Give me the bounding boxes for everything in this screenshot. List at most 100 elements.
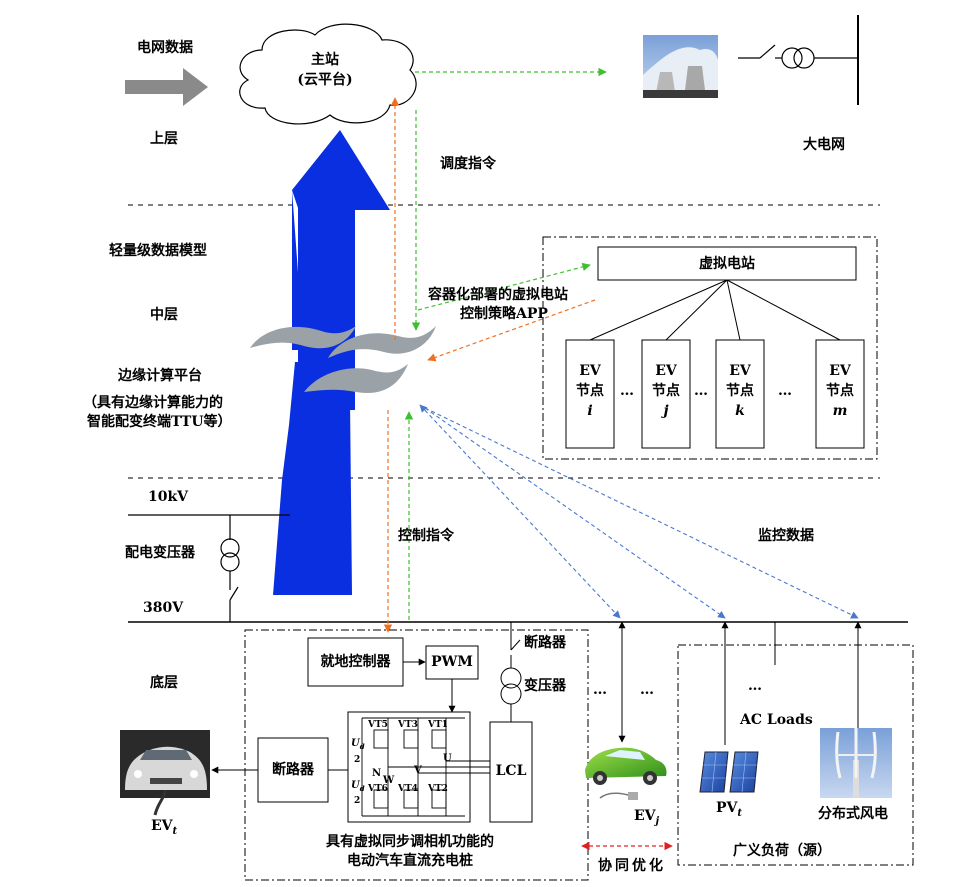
- ev-node-box-m: [815, 339, 865, 449]
- ev-node-j-line1: EV: [655, 363, 677, 379]
- ev-node-i-line2: 节点: [576, 383, 604, 399]
- vpp-box: [597, 246, 857, 281]
- blue-uplink-arrow-lower: [273, 362, 352, 595]
- distribution-transformer-label: 配电变压器: [125, 545, 195, 561]
- upper-layer-label: 上层: [150, 131, 178, 147]
- charger-label-line2: 电动汽车直流充电桩: [347, 853, 473, 869]
- ev-node-m-line1: EV: [829, 363, 851, 379]
- n-label: N: [372, 768, 382, 779]
- ev-node-box-k: [715, 339, 765, 449]
- ev-node-ellipsis-1: …: [620, 383, 634, 399]
- vt1-label: VT1: [428, 720, 448, 730]
- ev-j-image: [585, 747, 667, 800]
- grid-switch: [759, 44, 776, 59]
- grid-data-arrow: [125, 68, 208, 106]
- master-station-label: 主站: [311, 52, 339, 68]
- local-controller-box: [307, 637, 404, 687]
- breaker-box-label: 断路器: [272, 762, 314, 778]
- grid-label: 大电网: [803, 137, 845, 153]
- v-label: V: [414, 765, 422, 776]
- vt5-label: VT5: [368, 720, 388, 730]
- ev-t-image: [120, 730, 210, 816]
- control-cmd-label: 控制指令: [398, 528, 454, 544]
- pwm-label: PWM: [431, 654, 473, 670]
- distribution-switch: [229, 586, 239, 601]
- half-top-label: 2: [354, 755, 361, 765]
- pv-label: PVt: [716, 800, 743, 819]
- breaker-box: [257, 737, 329, 803]
- edge-swirl-icon: [250, 326, 356, 349]
- ev-node-i-index: i: [587, 403, 593, 419]
- power-plant-image: [643, 35, 718, 98]
- vt2-label: VT2: [428, 784, 448, 794]
- ud-top-label: Ud: [351, 738, 365, 751]
- vt6-label: VT6: [368, 784, 388, 794]
- dispatch-label: 调度指令: [440, 156, 496, 172]
- ev-node-k-line1: EV: [729, 363, 751, 379]
- vpp-region: [542, 236, 878, 460]
- ev-node-m-index: m: [832, 403, 848, 419]
- charger-breaker-switch: [510, 639, 521, 651]
- blue-uplink-arrow-upper: [292, 130, 390, 410]
- dots-2: …: [640, 682, 654, 698]
- lcl-label: LCL: [495, 763, 527, 779]
- ev-node-j-line2: 节点: [652, 383, 680, 399]
- coop-opt-label: 协同优化: [598, 858, 666, 874]
- half-bottom-label: 2: [354, 796, 361, 806]
- charger-region: [244, 629, 589, 881]
- wind-label: 分布式风电: [818, 806, 888, 822]
- edge-platform-label: 边缘计算平台: [118, 368, 202, 384]
- ev-node-box-j: [641, 339, 691, 449]
- edge-note-line1: （具有边缘计算能力的: [83, 395, 223, 411]
- generalized-load-region: [677, 644, 914, 866]
- monitor-data-label: 监控数据: [758, 528, 814, 544]
- voltage-10kv-label: 10kV: [148, 489, 189, 505]
- ev-node-k-index: k: [735, 403, 745, 419]
- vt4-label: VT4: [398, 784, 418, 794]
- breaker-top-label: 断路器: [524, 635, 566, 651]
- lightweight-model-label: 轻量级数据模型: [109, 243, 207, 259]
- lcl-box: [489, 721, 533, 823]
- inverter-circuit: [361, 717, 490, 817]
- wind-turbine-image: [820, 728, 892, 798]
- ud-bottom-label: Ud: [351, 780, 365, 793]
- pwm-box: [425, 645, 479, 680]
- vpp-label: 虚拟电站: [699, 256, 755, 272]
- transformer-small-label: 变压器: [524, 678, 566, 694]
- app-label-line2: 控制策略APP: [460, 306, 548, 322]
- monitor-link-pv: [424, 407, 726, 619]
- voltage-380v-label: 380V: [143, 600, 184, 616]
- lower-layer-label: 底层: [150, 675, 178, 691]
- pv-panel-image: [699, 751, 759, 793]
- charger-label-line1: 具有虚拟同步调相机功能的: [326, 834, 494, 850]
- dots-1: …: [593, 682, 607, 698]
- app-label-line1: 容器化部署的虚拟电站: [428, 287, 568, 303]
- ev-t-label: EVt: [151, 818, 178, 837]
- ev-j-label: EVj: [634, 808, 660, 827]
- charger-transformer-icon: [500, 667, 522, 689]
- grid-transformer-icon: [781, 47, 803, 69]
- grid-data-label: 电网数据: [137, 40, 193, 56]
- monitor-link-wind: [424, 407, 859, 619]
- middle-layer-label: 中层: [150, 307, 178, 323]
- cloud-platform-shape: [239, 23, 417, 125]
- ev-node-i-line1: EV: [579, 363, 601, 379]
- cloud-platform-label: (云平台): [297, 72, 353, 88]
- distribution-transformer-icon: [220, 538, 240, 558]
- ev-node-ellipsis-3: …: [778, 383, 792, 399]
- u-label: U: [443, 753, 452, 764]
- local-controller-label: 就地控制器: [320, 654, 391, 670]
- vpp-to-edge-link: [427, 299, 596, 362]
- ev-node-j-index: j: [663, 403, 669, 419]
- edge-to-vpp-link: [417, 262, 591, 311]
- vt3-label: VT3: [398, 720, 418, 730]
- generalized-load-label: 广义负荷（源）: [733, 843, 831, 859]
- ev-node-k-line2: 节点: [726, 383, 754, 399]
- ev-node-m-line2: 节点: [826, 383, 854, 399]
- w-label: W: [383, 775, 395, 786]
- edge-note-line2: 智能配变终端TTU等）: [87, 414, 232, 430]
- ev-node-ellipsis-2: …: [694, 383, 708, 399]
- dots-3: …: [748, 678, 762, 694]
